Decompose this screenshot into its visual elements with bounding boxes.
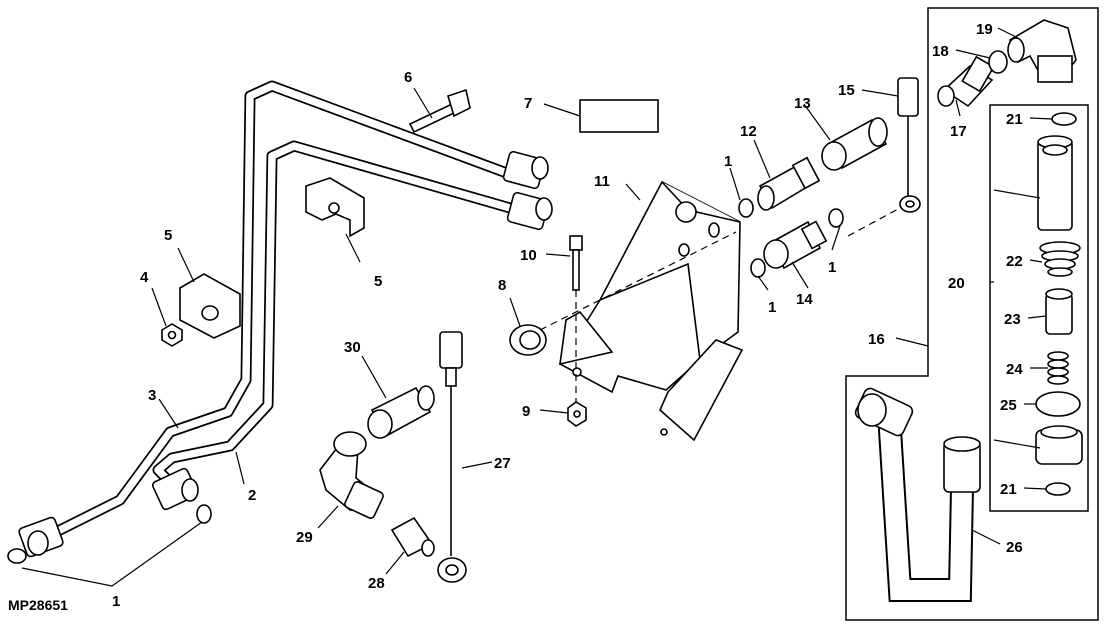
sensor-dash-line xyxy=(847,207,901,237)
decal-7 xyxy=(579,99,659,133)
callout-13: 13 xyxy=(794,95,811,112)
tube-nut-upper-2 xyxy=(506,191,553,231)
callout-15: 15 xyxy=(838,82,855,99)
callout-18: 18 xyxy=(932,43,949,60)
callout-3: 3 xyxy=(148,387,156,404)
callout-10: 10 xyxy=(520,247,537,264)
callout-1-bottom: 1 xyxy=(112,593,120,610)
o-ring-1-right xyxy=(828,208,844,228)
callout-1-right: 1 xyxy=(828,259,836,276)
callout-16: 16 xyxy=(868,331,885,348)
callout-21-bottom: 21 xyxy=(1000,481,1017,498)
callout-1-upper: 1 xyxy=(724,153,732,170)
callout-23: 23 xyxy=(1004,311,1021,328)
callout-9: 9 xyxy=(522,403,530,420)
group-16-frame xyxy=(845,7,1099,621)
o-ring-21-bottom xyxy=(1045,482,1071,496)
hydraulic-tube-2 xyxy=(152,140,530,494)
callout-27: 27 xyxy=(494,455,511,472)
fitting-28 xyxy=(390,516,435,558)
nut-4 xyxy=(161,323,183,347)
sensor-27 xyxy=(437,331,467,583)
connector-14 xyxy=(763,220,828,270)
tube-nut-front-left xyxy=(18,516,64,558)
plug-fitting xyxy=(1035,425,1083,465)
callout-5-upper-clamp: 5 xyxy=(374,273,382,290)
callout-labels: 1 1 1 1 2 3 4 5 5 6 7 8 9 10 11 12 13 14… xyxy=(112,21,1023,610)
clamp-5-upper xyxy=(305,177,365,238)
callout-14: 14 xyxy=(796,291,813,308)
group-20-frame xyxy=(989,104,1089,512)
figure-id: MP28651 xyxy=(8,597,68,613)
bolt-10 xyxy=(569,235,583,410)
callout-19: 19 xyxy=(976,21,993,38)
callout-5-lower-clamp: 5 xyxy=(164,227,172,244)
o-ring-1-middle xyxy=(196,504,212,524)
o-ring-1-upper xyxy=(738,198,754,218)
bracket-11 xyxy=(558,180,744,442)
spring-24 xyxy=(1047,351,1069,385)
callout-24: 24 xyxy=(1006,361,1023,378)
fitting-30 xyxy=(367,385,435,439)
o-ring-1-lower xyxy=(750,258,766,278)
tube-nut-upper-1 xyxy=(502,150,549,190)
callout-21-top: 21 xyxy=(1006,111,1023,128)
spring-22 xyxy=(1039,241,1081,277)
adapter-17 xyxy=(937,55,995,108)
callout-17: 17 xyxy=(950,123,967,140)
callout-1-lower: 1 xyxy=(768,299,776,316)
valve-body-20 xyxy=(1037,135,1073,231)
callout-7: 7 xyxy=(524,95,532,112)
o-ring-25 xyxy=(1035,391,1081,417)
hydraulic-tube-3 xyxy=(42,80,526,542)
callout-26: 26 xyxy=(1006,539,1023,556)
callout-25: 25 xyxy=(1000,397,1017,414)
callout-12: 12 xyxy=(740,123,757,140)
hose-26 xyxy=(854,387,981,602)
bracket-centerline xyxy=(539,231,737,331)
connector-13 xyxy=(821,117,888,171)
o-ring-21-top xyxy=(1051,112,1077,126)
elbow-fitting-19 xyxy=(1007,19,1077,83)
sensor-15 xyxy=(897,77,921,213)
callout-22: 22 xyxy=(1006,253,1023,270)
callout-30: 30 xyxy=(344,339,361,356)
callout-4: 4 xyxy=(140,269,149,286)
clamp-5-lower xyxy=(179,273,241,339)
o-ring-18 xyxy=(988,50,1008,74)
bolt-6 xyxy=(408,88,471,134)
callout-20: 20 xyxy=(948,275,965,292)
fitting-12 xyxy=(757,156,821,211)
callout-28: 28 xyxy=(368,575,385,592)
leader-lines xyxy=(21,27,1053,587)
callout-8: 8 xyxy=(498,277,506,294)
callout-2: 2 xyxy=(248,487,256,504)
callout-29: 29 xyxy=(296,529,313,546)
o-ring-1-left xyxy=(7,548,27,564)
callout-6: 6 xyxy=(404,69,412,86)
nut-8 xyxy=(509,324,547,356)
callout-11: 11 xyxy=(594,173,610,190)
poppet-23 xyxy=(1045,288,1073,335)
elbow-29 xyxy=(319,431,384,519)
tube-nut-middle xyxy=(151,467,199,511)
nut-9 xyxy=(567,401,587,427)
